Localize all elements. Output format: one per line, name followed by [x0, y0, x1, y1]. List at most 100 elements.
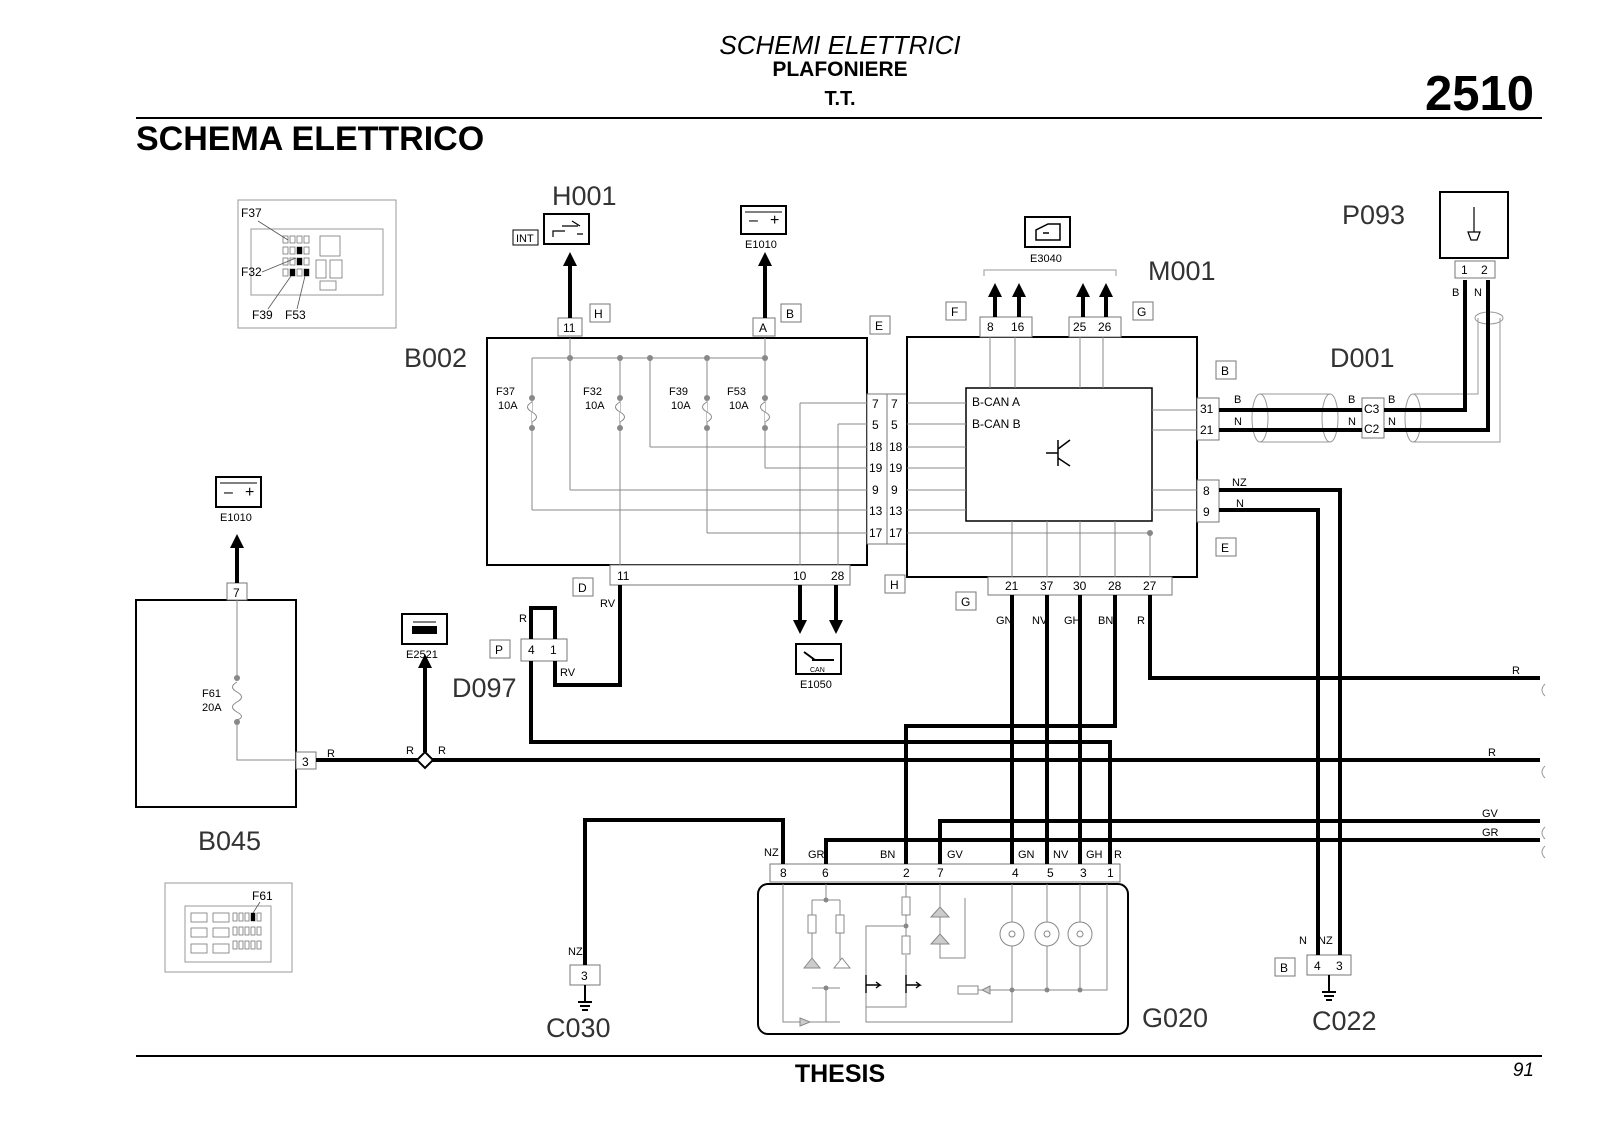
svg-text:NV: NV [1053, 849, 1069, 861]
svg-text:R: R [1512, 665, 1520, 677]
svg-text:GV: GV [947, 849, 964, 861]
svg-text:R: R [438, 745, 446, 757]
svg-text:8: 8 [987, 320, 994, 334]
c022-ground: B 4 3 C022 N NZ [1274, 935, 1377, 1036]
svg-text:30: 30 [1073, 579, 1087, 593]
locator-f37: F37 [241, 206, 262, 220]
svg-text:P: P [495, 643, 503, 657]
e1010-top-battery: – + E1010 [740, 205, 787, 251]
svg-text:GR: GR [808, 849, 825, 861]
svg-text:GH: GH [1086, 849, 1103, 861]
svg-text:18: 18 [889, 440, 903, 454]
ground-icon [1322, 975, 1336, 1001]
svg-text:3: 3 [581, 969, 588, 983]
svg-text:10A: 10A [585, 400, 605, 412]
sensor-icon [1467, 207, 1481, 241]
e1010-left-label: E1010 [220, 512, 252, 524]
h001-label: H001 [552, 181, 617, 211]
ground-icon [578, 985, 592, 1011]
b002-fuse-box: B002 11 H A B E [404, 303, 908, 610]
svg-text:F32: F32 [583, 386, 602, 398]
header-title: SCHEMI ELETTRICI [719, 30, 961, 60]
svg-text:B: B [1348, 394, 1355, 406]
b045-fuse-box: B045 7 3 F61 20A [135, 582, 317, 856]
svg-text:BN: BN [1098, 615, 1113, 627]
plus-icon: + [245, 484, 254, 501]
svg-text:19: 19 [889, 461, 903, 475]
svg-text:28: 28 [831, 569, 845, 583]
svg-text:9: 9 [891, 483, 898, 497]
svg-text:3: 3 [1080, 866, 1087, 880]
svg-text:N: N [1236, 498, 1244, 510]
svg-text:RV: RV [560, 667, 576, 679]
svg-text:2: 2 [903, 866, 910, 880]
svg-text:21: 21 [1005, 579, 1019, 593]
svg-text:GN: GN [996, 615, 1013, 627]
svg-text:NV: NV [1032, 615, 1048, 627]
svg-text:H: H [594, 307, 603, 321]
e3040-label: E3040 [1030, 253, 1062, 265]
svg-text:8: 8 [780, 866, 787, 880]
svg-text:NZ: NZ [568, 946, 583, 958]
switch-icon [803, 651, 834, 661]
section-title: SCHEMA ELETTRICO [136, 120, 485, 158]
svg-text:B-CAN B: B-CAN B [972, 417, 1021, 431]
d001-can-junction: D001 C3 C2 [1251, 311, 1504, 443]
switch-icon [552, 220, 583, 237]
svg-text:5: 5 [872, 418, 879, 432]
page-number: 91 [1512, 1060, 1534, 1081]
e1010-left-battery: – + E1010 [215, 476, 262, 524]
svg-text:18: 18 [869, 440, 883, 454]
svg-text:5: 5 [891, 418, 898, 432]
svg-text:N: N [1388, 416, 1396, 428]
svg-text:25: 25 [1073, 320, 1087, 334]
svg-text:R: R [327, 748, 335, 760]
transistor-icon [1046, 439, 1071, 467]
svg-text:F: F [951, 305, 958, 319]
svg-text:B: B [1280, 961, 1288, 975]
svg-text:3: 3 [1336, 959, 1343, 973]
svg-text:9: 9 [1203, 505, 1210, 519]
svg-text:A: A [759, 321, 767, 335]
footer-rule [136, 1055, 1542, 1057]
svg-text:31: 31 [1200, 402, 1214, 416]
svg-text:B: B [1452, 287, 1459, 299]
svg-text:R: R [1137, 615, 1145, 627]
svg-text:E: E [1221, 541, 1229, 555]
svg-text:N: N [1348, 416, 1356, 428]
svg-text:21: 21 [1200, 423, 1214, 437]
svg-text:F39: F39 [669, 386, 688, 398]
svg-text:10A: 10A [671, 400, 691, 412]
g020-label: G020 [1142, 1003, 1208, 1033]
svg-text:B: B [786, 307, 794, 321]
svg-text:CAN: CAN [810, 667, 825, 674]
fuse-locator-b045: F61 [164, 882, 293, 973]
svg-text:26: 26 [1098, 320, 1112, 334]
svg-text:G: G [961, 595, 970, 609]
door-icon [1035, 223, 1061, 241]
minus-icon: – [224, 484, 233, 501]
b045-label: B045 [198, 826, 261, 856]
svg-text:GV: GV [1482, 808, 1499, 820]
svg-text:F61: F61 [202, 688, 221, 700]
page-code: 2510 [1424, 67, 1534, 121]
svg-text:H: H [890, 578, 899, 592]
b002-label: B002 [404, 343, 467, 373]
svg-text:NZ: NZ [764, 847, 779, 859]
svg-text:R: R [1488, 747, 1496, 759]
svg-text:N: N [1474, 287, 1482, 299]
svg-text:17: 17 [869, 526, 883, 540]
svg-text:17: 17 [889, 526, 903, 540]
minus-icon: – [749, 212, 758, 229]
svg-text:1: 1 [1107, 866, 1114, 880]
p093-label: P093 [1342, 200, 1405, 230]
plus-icon: + [770, 212, 779, 229]
svg-text:11: 11 [563, 321, 576, 335]
header-subtitle: PLAFONIERE [772, 58, 908, 81]
svg-text:7: 7 [937, 866, 944, 880]
svg-text:7: 7 [233, 586, 240, 600]
svg-text:B-CAN A: B-CAN A [972, 395, 1020, 409]
svg-text:11: 11 [617, 569, 630, 583]
m001-label: M001 [1148, 256, 1216, 286]
